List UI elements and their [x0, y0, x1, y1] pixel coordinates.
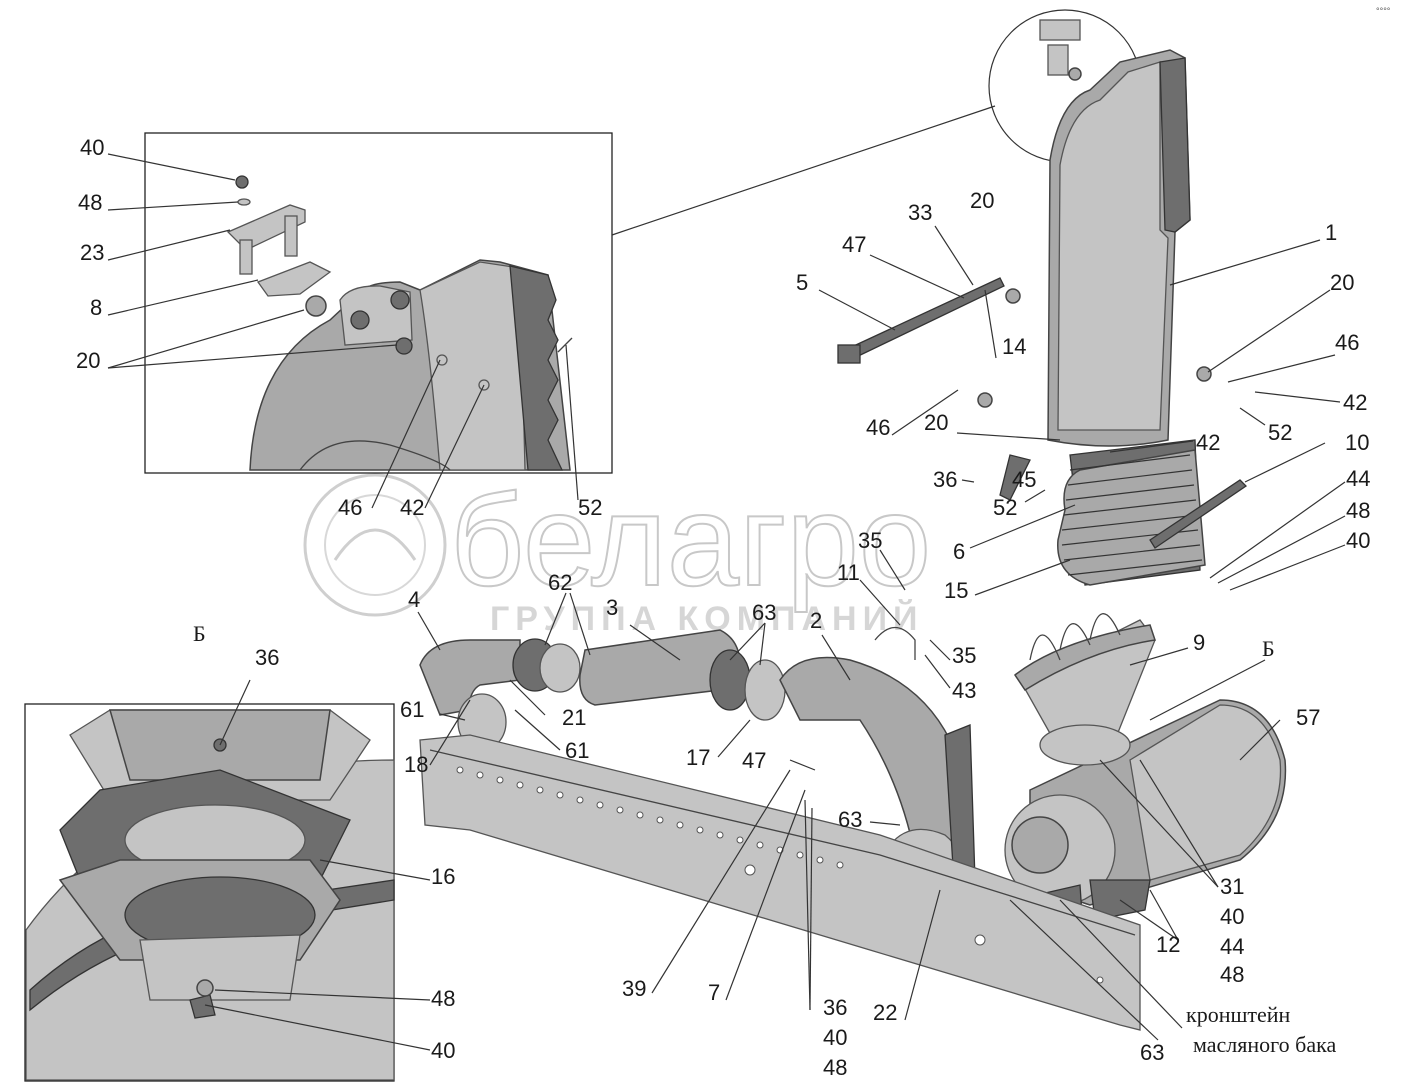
callout-40-top: 40	[80, 135, 104, 160]
callout-63-a: 63	[752, 600, 776, 625]
callout-61-a: 61	[400, 697, 424, 722]
callout-16: 16	[431, 864, 455, 889]
callout-40-a: 40	[1346, 528, 1370, 553]
callout-7: 7	[708, 980, 720, 1005]
callout-12: 12	[1156, 932, 1180, 957]
callout-46-b: 46	[866, 415, 890, 440]
callout-15: 15	[944, 578, 968, 603]
callout-20-b: 20	[1330, 270, 1354, 295]
callout-36-c: 36	[255, 645, 279, 670]
callout-23: 23	[80, 240, 104, 265]
callout-46-a: 46	[1335, 330, 1359, 355]
labels-intake: 33 20 47 5 14 1 20 46 42 46 20 52 42 10 …	[796, 188, 1370, 603]
callout-48-d: 48	[431, 986, 455, 1011]
detail-frame-b	[24, 703, 395, 1082]
callout-57: 57	[1296, 705, 1320, 730]
callout-11: 11	[837, 560, 860, 585]
callout-62: 62	[548, 570, 572, 595]
callout-20-top: 20	[76, 348, 100, 373]
callout-42-b: 42	[1196, 430, 1220, 455]
callout-47-a: 47	[842, 232, 866, 257]
detail-frame-top	[144, 132, 613, 474]
callout-36-a: 36	[933, 467, 957, 492]
watermark-brand: белагро	[450, 467, 931, 613]
corner-mark: °°°°	[1376, 6, 1391, 16]
callout-14: 14	[1002, 334, 1026, 359]
callout-5: 5	[796, 270, 808, 295]
watermark-logo-icon	[303, 473, 447, 617]
section-mark-b-right: Б	[1262, 636, 1275, 661]
callout-48-top: 48	[78, 190, 102, 215]
callout-17: 17	[686, 745, 710, 770]
callout-45: 45	[1012, 467, 1036, 492]
callout-46-top: 46	[338, 495, 362, 520]
callout-6: 6	[953, 539, 965, 564]
callout-1: 1	[1325, 220, 1337, 245]
bracket-note-line2: масляного бака	[1193, 1032, 1336, 1057]
callout-47-b: 47	[742, 748, 766, 773]
callout-8: 8	[90, 295, 102, 320]
labels-detail-b: Б Б 36 16 48 40	[193, 621, 1275, 1063]
watermark: белагро ГРУППА КОМПАНИЙ	[303, 466, 932, 638]
callout-20-c: 20	[924, 410, 948, 435]
section-mark-b-left: Б	[193, 621, 206, 646]
duct-assembly	[419, 626, 976, 902]
callout-48-c: 48	[823, 1055, 847, 1080]
frame-rail	[419, 734, 1141, 1031]
callout-42-top: 42	[400, 495, 424, 520]
callout-42-a: 42	[1343, 390, 1367, 415]
callout-40-c: 40	[823, 1025, 847, 1050]
bellows-6	[999, 439, 1248, 586]
bracket-5	[837, 277, 1212, 408]
callout-40-b: 40	[1220, 904, 1244, 929]
callout-63-c: 63	[1140, 1040, 1164, 1065]
callout-31: 31	[1220, 874, 1244, 899]
callout-52-top: 52	[578, 495, 602, 520]
callout-10: 10	[1345, 430, 1369, 455]
callout-18: 18	[404, 752, 428, 777]
callout-52-a: 52	[1268, 420, 1292, 445]
callout-36-b: 36	[823, 995, 847, 1020]
labels-ducts: 35 11 62 3 63 2 35 43 4 9 57 61 21 18 61…	[400, 528, 1320, 832]
callout-44-a: 44	[1346, 466, 1370, 491]
callout-20-a: 20	[970, 188, 994, 213]
callout-3: 3	[606, 595, 618, 620]
callout-40-d: 40	[431, 1038, 455, 1063]
callout-48-a: 48	[1346, 498, 1370, 523]
air-intake-housing	[988, 9, 1191, 447]
callout-63-b: 63	[838, 807, 862, 832]
callout-44-b: 44	[1220, 934, 1244, 959]
callout-35-a: 35	[858, 528, 882, 553]
funnel-9	[1013, 613, 1156, 766]
callout-9: 9	[1193, 630, 1205, 655]
labels-top-detail: 40 48 23 8 20 46 42 52	[76, 135, 602, 520]
leader-lines	[107, 153, 1346, 1051]
callout-52-b: 52	[993, 495, 1017, 520]
callout-43: 43	[952, 678, 976, 703]
callout-2: 2	[810, 608, 822, 633]
callout-22: 22	[873, 1000, 897, 1025]
callout-35-b: 35	[952, 643, 976, 668]
callout-4: 4	[408, 587, 420, 612]
callout-61-b: 61	[565, 738, 589, 763]
labels-bottom: 31 40 44 48 12 39 7 36 40 48 22 63 кронш…	[622, 874, 1336, 1080]
callout-21: 21	[562, 705, 586, 730]
callout-39: 39	[622, 976, 646, 1001]
callout-33: 33	[908, 200, 932, 225]
bracket-note-line1: кронштейн	[1186, 1002, 1291, 1027]
callout-48-b: 48	[1220, 962, 1244, 987]
